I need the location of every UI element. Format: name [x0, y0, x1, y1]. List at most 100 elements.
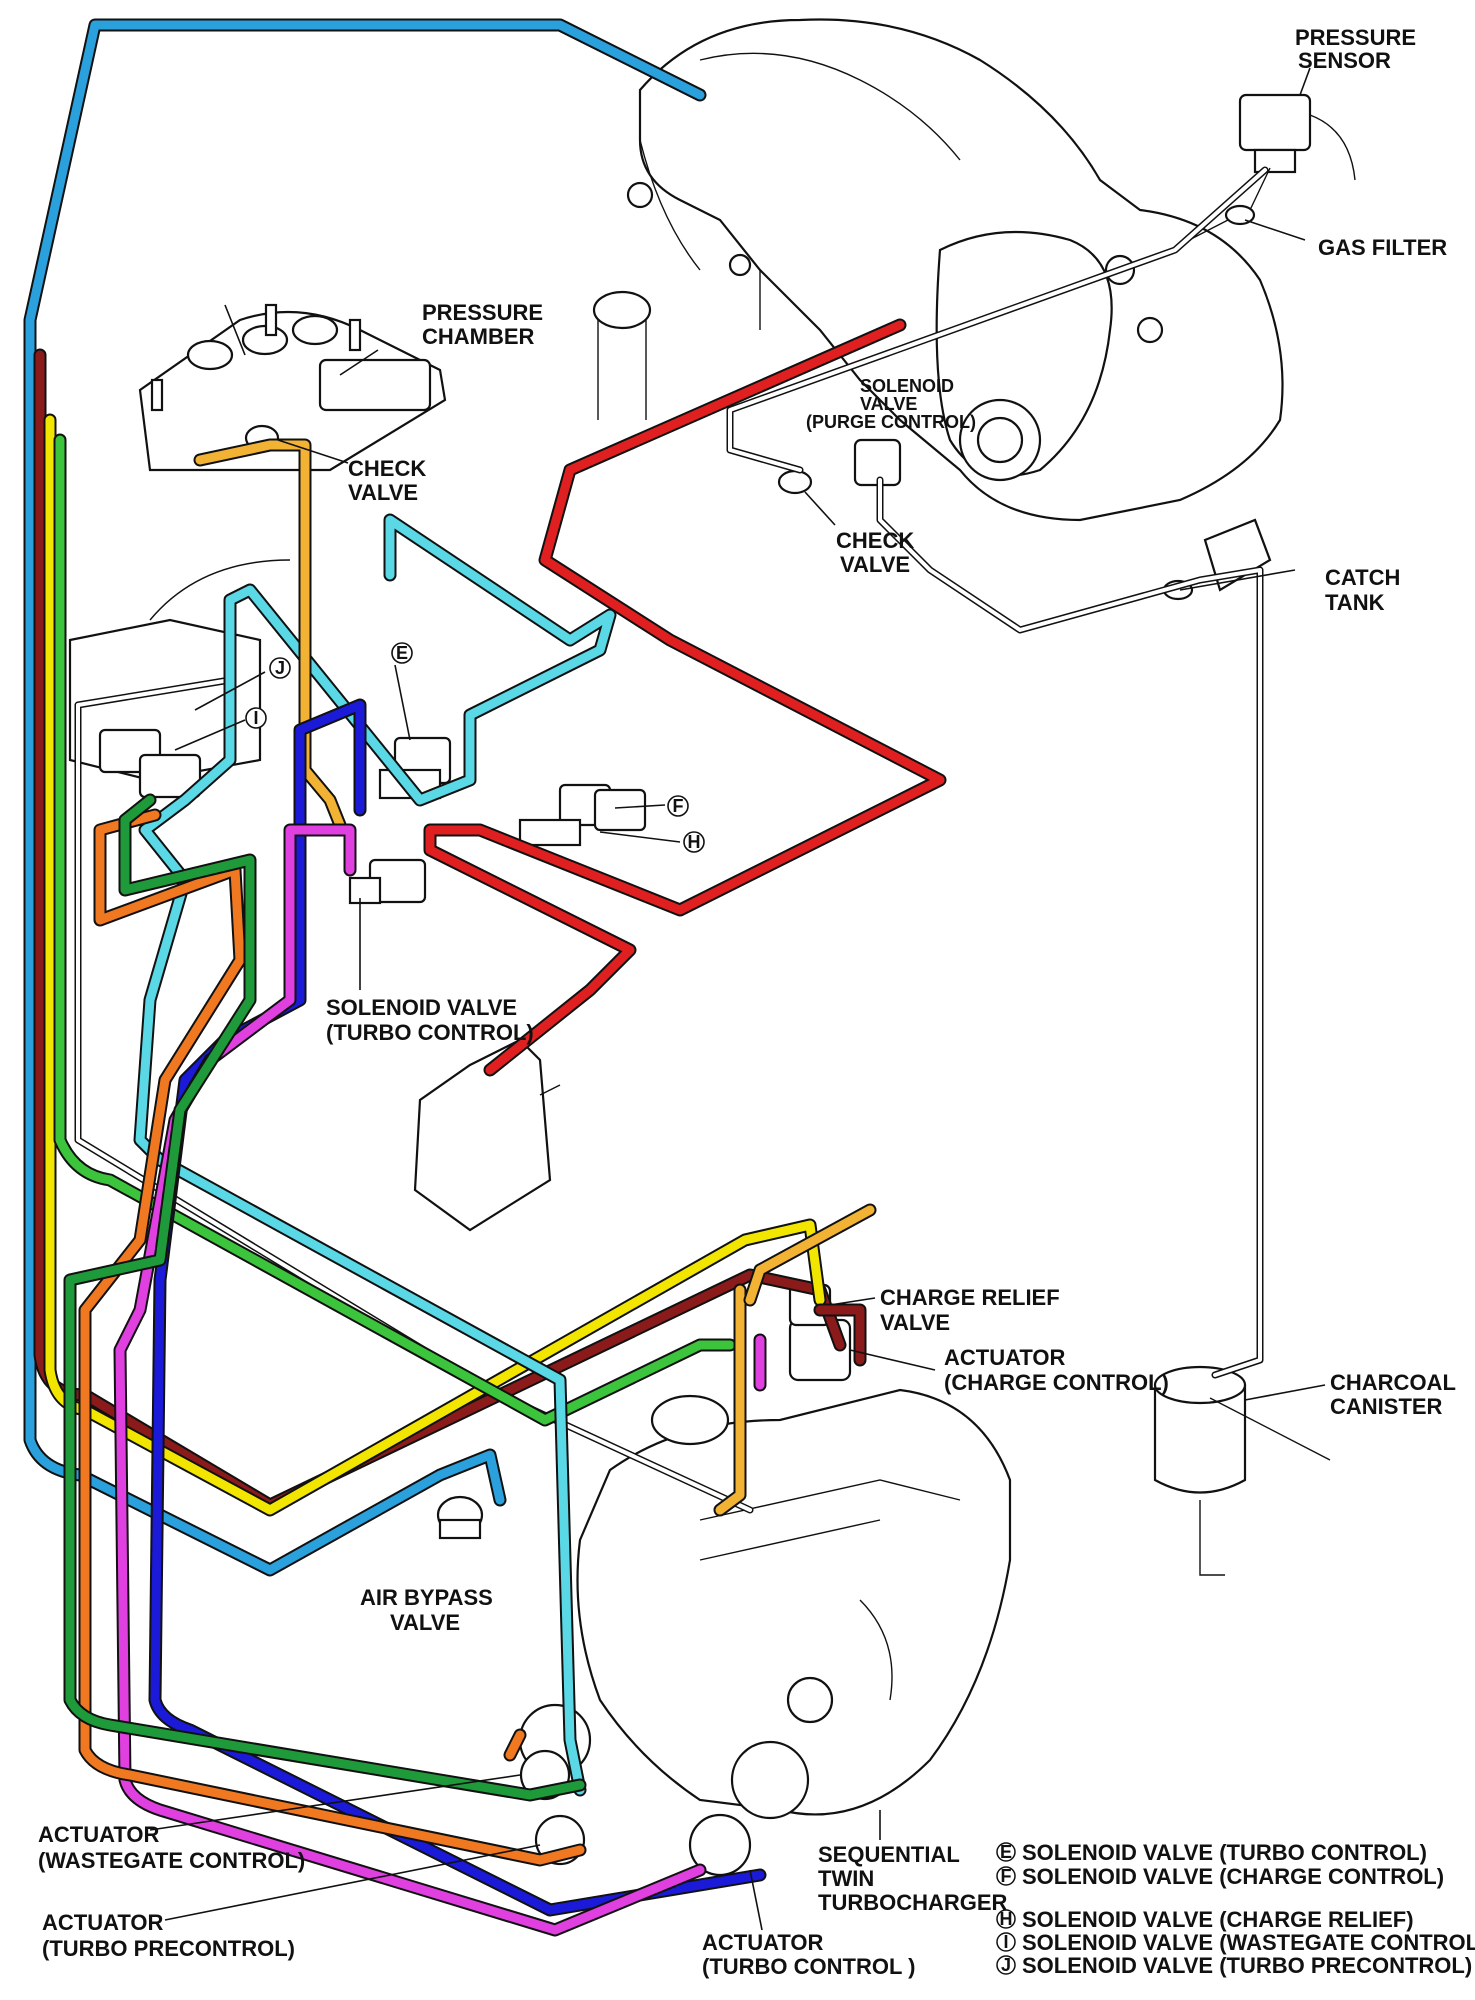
callout-e: E — [391, 642, 413, 664]
svg-text:VALVE: VALVE — [880, 1310, 950, 1335]
svg-text:(WASTEGATE CONTROL): (WASTEGATE CONTROL) — [38, 1848, 305, 1873]
svg-text:SOLENOID VALVE (CHARGE CONTROL: SOLENOID VALVE (CHARGE CONTROL) — [1022, 1864, 1444, 1889]
svg-text:(CHARGE CONTROL): (CHARGE CONTROL) — [944, 1370, 1169, 1395]
pressure-sensor — [1238, 93, 1356, 181]
svg-text:SOLENOID: SOLENOID — [860, 376, 954, 396]
svg-text:PRESSURE: PRESSURE — [422, 300, 543, 325]
hose-dark-green — [65, 795, 585, 1800]
label-actuator-precontrol: ACTUATOR (TURBO PRECONTROL) — [42, 1910, 295, 1961]
svg-text:ACTUATOR: ACTUATOR — [944, 1345, 1066, 1370]
label-pressure-chamber: PRESSURE CHAMBER — [422, 300, 543, 349]
callout-i: I — [245, 707, 267, 729]
label-solenoid-purge: SOLENOID VALVE (PURGE CONTROL) — [806, 376, 976, 432]
label-charcoal-canister: CHARCOAL CANISTER — [1330, 1370, 1456, 1419]
svg-text:I: I — [1003, 1932, 1008, 1952]
label-solenoid-turbo: SOLENOID VALVE (TURBO CONTROL) — [326, 995, 534, 1045]
svg-text:(PURGE CONTROL): (PURGE CONTROL) — [806, 412, 976, 432]
label-charge-relief: CHARGE RELIEF VALVE — [880, 1285, 1060, 1335]
svg-text:J: J — [275, 658, 285, 678]
svg-text:PRESSURE: PRESSURE — [1295, 25, 1416, 50]
legend: E SOLENOID VALVE (TURBO CONTROL) F SOLEN… — [996, 1840, 1475, 1978]
oil-filler-cap — [592, 290, 652, 420]
svg-text:VALVE: VALVE — [390, 1610, 460, 1635]
svg-text:TURBOCHARGER: TURBOCHARGER — [818, 1890, 1008, 1915]
svg-text:J: J — [1001, 1955, 1011, 1975]
svg-text:SOLENOID VALVE (WASTEGATE CONT: SOLENOID VALVE (WASTEGATE CONTROL) — [1022, 1930, 1475, 1955]
svg-text:(TURBO PRECONTROL): (TURBO PRECONTROL) — [42, 1936, 295, 1961]
svg-text:VALVE: VALVE — [860, 394, 917, 414]
hose-green — [55, 435, 735, 1425]
svg-text:H: H — [1000, 1909, 1013, 1929]
svg-text:AIR BYPASS: AIR BYPASS — [360, 1585, 493, 1610]
svg-text:SOLENOID VALVE (TURBO PRECONTR: SOLENOID VALVE (TURBO PRECONTROL) — [1022, 1953, 1472, 1978]
label-actuator-wastegate: ACTUATOR (WASTEGATE CONTROL) — [38, 1822, 305, 1873]
label-gas-filter: GAS FILTER — [1318, 235, 1447, 260]
solenoid-cluster-left — [68, 559, 291, 799]
solenoid-valve-turbo-control — [348, 858, 427, 905]
label-check-valve-right: CHECK VALVE — [836, 528, 914, 577]
legend-item-j: J SOLENOID VALVE (TURBO PRECONTROL) — [996, 1953, 1472, 1978]
label-pressure-sensor: PRESSURE SENSOR — [1295, 25, 1416, 73]
svg-text:CHECK: CHECK — [836, 528, 914, 553]
svg-text:SEQUENTIAL: SEQUENTIAL — [818, 1842, 960, 1867]
check-valve-right — [777, 469, 813, 495]
charcoal-canister — [1153, 1365, 1331, 1576]
svg-text:ACTUATOR: ACTUATOR — [42, 1910, 164, 1935]
svg-text:CANISTER: CANISTER — [1330, 1394, 1443, 1419]
white-hoses — [74, 166, 1269, 1514]
svg-text:CHARGE RELIEF: CHARGE RELIEF — [880, 1285, 1060, 1310]
hose-orange — [80, 810, 585, 1865]
hose-orange-yellow-outline — [193, 438, 747, 1517]
label-sequential-turbo: SEQUENTIAL TWIN TURBOCHARGER — [818, 1842, 1008, 1915]
callout-f: F — [667, 795, 689, 817]
svg-text:H: H — [688, 832, 701, 852]
svg-text:SENSOR: SENSOR — [1298, 48, 1391, 73]
hose-blue-light — [25, 20, 705, 1575]
legend-item-f: F SOLENOID VALVE (CHARGE CONTROL) — [996, 1864, 1444, 1889]
svg-text:(TURBO CONTROL ): (TURBO CONTROL ) — [702, 1954, 915, 1979]
legend-item-h: H SOLENOID VALVE (CHARGE RELIEF) — [996, 1907, 1414, 1932]
svg-text:CHECK: CHECK — [348, 456, 426, 481]
hose-orange-yellow — [195, 440, 745, 1515]
label-check-valve-left: CHECK VALVE — [348, 456, 426, 505]
throttle-body — [935, 230, 1164, 482]
sequential-twin-turbocharger — [518, 1388, 1012, 1820]
svg-text:TANK: TANK — [1325, 590, 1385, 615]
svg-text:CHAMBER: CHAMBER — [422, 324, 535, 349]
hose-red — [425, 320, 945, 1075]
svg-text:E: E — [1000, 1842, 1012, 1862]
svg-text:VALVE: VALVE — [348, 480, 418, 505]
callout-h: H — [683, 831, 705, 853]
svg-text:I: I — [253, 708, 258, 728]
svg-text:E: E — [396, 643, 408, 663]
svg-text:SOLENOID VALVE (TURBO CONTROL): SOLENOID VALVE (TURBO CONTROL) — [1022, 1840, 1427, 1865]
svg-text:TWIN: TWIN — [818, 1866, 874, 1891]
svg-text:CATCH: CATCH — [1325, 565, 1400, 590]
hose-orange-yellow-feed — [745, 1205, 875, 1305]
svg-text:F: F — [673, 796, 684, 816]
pressure-chamber — [138, 303, 447, 472]
svg-text:SOLENOID VALVE: SOLENOID VALVE — [326, 995, 517, 1020]
leader-lines — [149, 67, 1326, 1931]
hose-dark-red-short — [815, 1305, 865, 1365]
svg-text:SOLENOID VALVE (CHARGE RELIEF): SOLENOID VALVE (CHARGE RELIEF) — [1022, 1907, 1414, 1932]
legend-item-e: E SOLENOID VALVE (TURBO CONTROL) — [996, 1840, 1427, 1865]
label-catch-tank: CATCH TANK — [1325, 565, 1400, 615]
label-air-bypass: AIR BYPASS VALVE — [360, 1585, 493, 1635]
svg-text:(TURBO CONTROL): (TURBO CONTROL) — [326, 1020, 534, 1045]
hose-magenta — [115, 825, 705, 1935]
svg-text:VALVE: VALVE — [840, 552, 910, 577]
svg-text:ACTUATOR: ACTUATOR — [38, 1822, 160, 1847]
svg-text:F: F — [1001, 1866, 1012, 1886]
air-bypass-valve — [436, 1495, 484, 1540]
label-actuator-turbo: ACTUATOR (TURBO CONTROL ) — [702, 1930, 915, 1979]
svg-text:CHARCOAL: CHARCOAL — [1330, 1370, 1456, 1395]
actuator-turbo-control — [688, 1813, 752, 1877]
colored-hoses — [23, 18, 947, 1937]
label-actuator-charge: ACTUATOR (CHARGE CONTROL) — [944, 1345, 1169, 1395]
legend-item-i: I SOLENOID VALVE (WASTEGATE CONTROL) — [996, 1930, 1475, 1955]
solenoid-valve-f-h — [518, 783, 647, 847]
svg-text:ACTUATOR: ACTUATOR — [702, 1930, 824, 1955]
callout-j: J — [269, 657, 291, 679]
